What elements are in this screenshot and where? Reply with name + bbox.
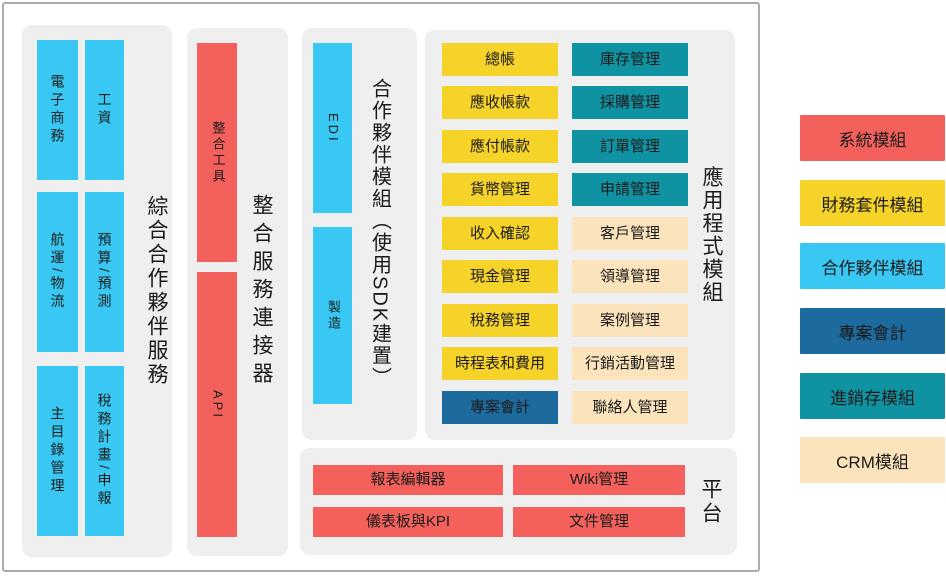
box-payroll: 工資 <box>85 40 124 180</box>
box-currency-management: 貨幣管理 <box>442 173 558 206</box>
box-integration-tools-label: 整合工具 <box>210 120 226 185</box>
panel-platform: 報表編輯器 Wiki管理 儀表板與KPI 文件管理 平台 <box>300 448 737 555</box>
legend-item-system-modules: 系統模組 <box>800 115 945 161</box>
box-order-management: 訂單管理 <box>572 130 688 163</box>
box-edi: EDI <box>313 43 352 213</box>
legend-item-finance-suite-modules: 財務套件模組 <box>800 180 945 226</box>
box-general-ledger: 總帳 <box>442 43 558 76</box>
partner-modules-title: 合作夥伴模組（使用SDK建置） <box>368 78 391 390</box>
box-inventory-management: 庫存管理 <box>572 43 688 76</box>
box-ecommerce: 電子商務 <box>37 40 78 180</box>
panel-integration-connector: 整合工具 API 整合服務連接器 <box>187 28 288 556</box>
box-integration-tools: 整合工具 <box>197 43 237 262</box>
panel-partner-services: 電子商務 工資 航運/物流 預算/預測 主目錄管理 稅務計畫/申報 綜合合作夥伴… <box>22 25 172 557</box>
box-case-management: 案例管理 <box>572 304 688 337</box>
integration-connector-title: 整合服務連接器 <box>250 194 273 390</box>
box-tax-planning-filing-label: 稅務計畫/申報 <box>96 393 113 509</box>
box-budget-forecast-label: 預算/預測 <box>96 232 113 312</box>
box-project-accounting: 專案會計 <box>442 391 558 424</box>
box-manufacturing: 製造 <box>313 227 352 404</box>
box-tax-management: 稅務管理 <box>442 304 558 337</box>
box-purchasing-management: 採購管理 <box>572 86 688 119</box>
box-edi-label: EDI <box>325 112 341 144</box>
box-report-editor: 報表編輯器 <box>313 465 503 495</box>
box-document-management: 文件管理 <box>513 507 685 537</box>
box-api-label: API <box>210 389 226 420</box>
box-contact-management: 聯絡人管理 <box>572 391 688 424</box>
box-cash-management: 現金管理 <box>442 260 558 293</box>
legend-item-partner-modules: 合作夥伴模組 <box>800 243 945 289</box>
box-payroll-label: 工資 <box>96 92 113 128</box>
box-accounts-payable: 應付帳款 <box>442 130 558 163</box>
application-modules-title: 應用程式模組 <box>700 166 723 304</box>
box-requisition-management: 申請管理 <box>572 173 688 206</box>
platform-title: 平台 <box>699 477 722 526</box>
box-master-catalog: 主目錄管理 <box>37 366 78 536</box>
box-api: API <box>197 272 237 537</box>
legend-item-crm-modules: CRM模組 <box>800 437 945 483</box>
panel-application-modules: 總帳 應收帳款 應付帳款 貨幣管理 收入確認 現金管理 稅務管理 時程表和費用 … <box>425 30 735 440</box>
panel-partner-modules: EDI 製造 合作夥伴模組（使用SDK建置） <box>302 28 417 440</box>
box-timesheets-expenses: 時程表和費用 <box>442 347 558 380</box>
box-ecommerce-label: 電子商務 <box>49 74 66 146</box>
box-shipping-logistics: 航運/物流 <box>37 192 78 352</box>
box-manufacturing-label: 製造 <box>325 299 341 332</box>
box-customer-management: 客戶管理 <box>572 217 688 250</box>
box-budget-forecast: 預算/預測 <box>85 192 124 352</box>
box-lead-management: 領導管理 <box>572 260 688 293</box>
box-shipping-logistics-label: 航運/物流 <box>49 232 66 312</box>
box-revenue-recognition: 收入確認 <box>442 217 558 250</box>
legend-item-project-accounting: 專案會計 <box>800 308 945 354</box>
box-wiki-management: Wiki管理 <box>513 465 685 495</box>
box-dashboards-kpi: 儀表板與KPI <box>313 507 503 537</box>
partner-services-title: 綜合合作夥伴服務 <box>145 195 168 387</box>
box-tax-planning-filing: 稅務計畫/申報 <box>85 366 124 536</box>
legend-item-inventory-modules: 進銷存模組 <box>800 373 945 419</box>
box-master-catalog-label: 主目錄管理 <box>49 406 66 496</box>
box-accounts-receivable: 應收帳款 <box>442 86 558 119</box>
box-marketing-campaign-management: 行銷活動管理 <box>572 347 688 380</box>
